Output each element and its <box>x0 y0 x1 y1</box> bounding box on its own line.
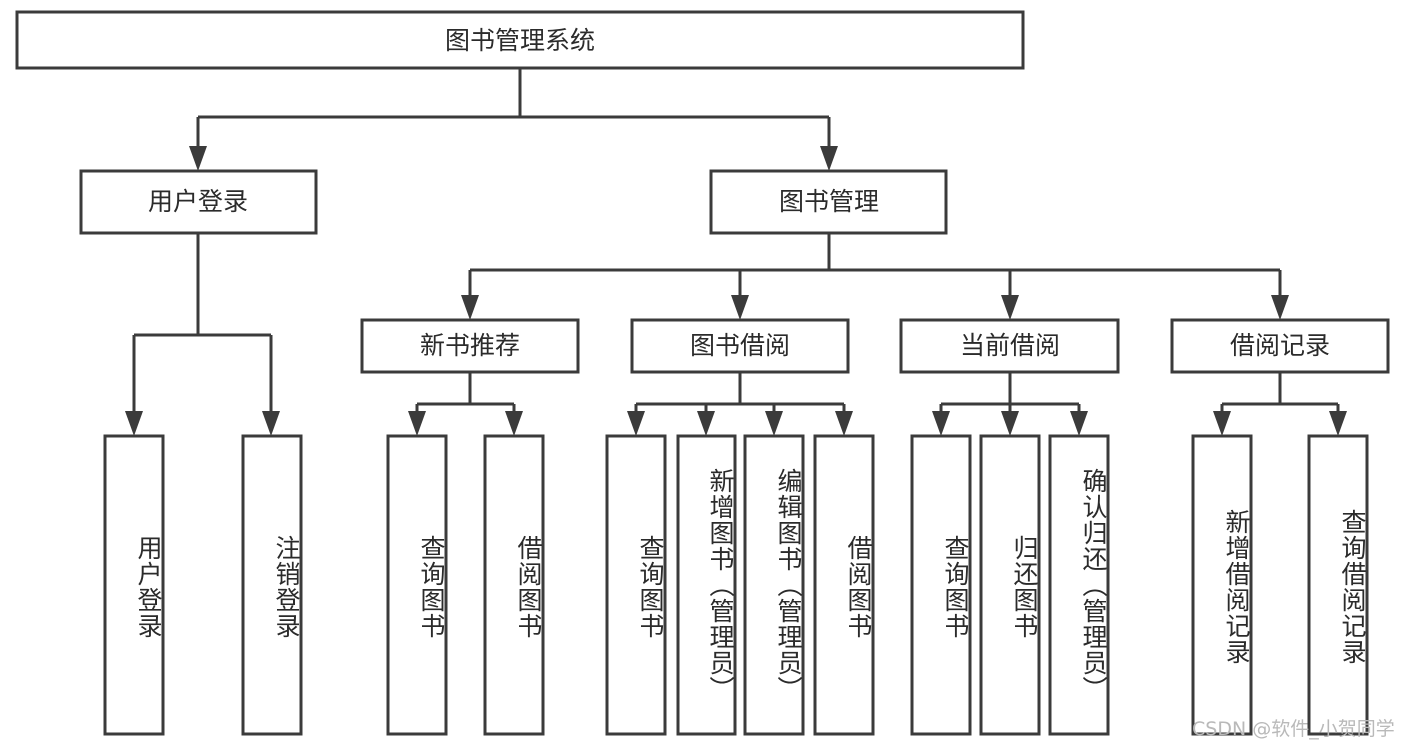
node-user-login[interactable]: 用户登录 <box>79 169 318 235</box>
node-user-login-label: 用户登录 <box>148 187 248 216</box>
node-new-book-recommend[interactable]: 新书推荐 <box>360 318 580 374</box>
edges-layer <box>125 68 1347 436</box>
node-leaf-query-book-3-box[interactable] <box>910 434 972 736</box>
node-leaf-edit-book-box[interactable] <box>743 434 805 736</box>
arrowhead-leaf-query-record <box>1329 411 1347 436</box>
arrowhead-book-manage <box>820 146 838 171</box>
node-book-manage[interactable]: 图书管理 <box>709 169 948 235</box>
node-leaf-user-login-box[interactable] <box>103 434 165 736</box>
arrowhead-leaf-return-book <box>1001 411 1019 436</box>
arrowhead-borrow-record <box>1271 295 1289 320</box>
node-leaf-return-book-box[interactable] <box>979 434 1041 736</box>
watermark-text: CSDN @软件_小贺同学 <box>1192 718 1395 740</box>
node-leaf-query-record-box[interactable] <box>1307 434 1369 736</box>
arrowhead-leaf-borrow-book-1 <box>505 411 523 436</box>
node-borrow-record-box[interactable] <box>1170 318 1390 374</box>
node-leaf-add-book-box[interactable] <box>676 434 737 736</box>
node-current-borrow[interactable]: 当前借阅 <box>899 318 1120 374</box>
node-leaf-query-book-2-box[interactable] <box>605 434 667 736</box>
arrowhead-leaf-edit-book <box>765 411 783 436</box>
node-current-borrow-box[interactable] <box>899 318 1120 374</box>
node-book-manage-label: 图书管理 <box>779 187 879 216</box>
node-leaf-user-logout-box[interactable] <box>241 434 303 736</box>
arrowhead-leaf-user-login <box>125 411 143 436</box>
arrowhead-book-borrow <box>731 295 749 320</box>
node-leaf-add-record-box[interactable] <box>1191 434 1253 736</box>
node-current-borrow-label: 当前借阅 <box>960 331 1060 360</box>
arrowhead-leaf-confirm-return <box>1070 411 1088 436</box>
arrowhead-leaf-query-book-3 <box>932 411 950 436</box>
node-leaf-query-book-1-box[interactable] <box>386 434 448 736</box>
node-book-borrow-box[interactable] <box>630 318 850 374</box>
node-new-book-recommend-label: 新书推荐 <box>420 331 520 360</box>
arrowhead-current-borrow <box>1001 295 1019 320</box>
node-book-borrow-label: 图书借阅 <box>690 331 790 360</box>
node-root[interactable]: 图书管理系统 <box>15 10 1025 70</box>
leaf-boxes-layer <box>103 434 1369 736</box>
node-new-book-recommend-box[interactable] <box>360 318 580 374</box>
arrowhead-leaf-query-book-1 <box>408 411 426 436</box>
arrowhead-leaf-add-book <box>697 411 715 436</box>
node-book-manage-box[interactable] <box>709 169 948 235</box>
node-user-login-box[interactable] <box>79 169 318 235</box>
arrowhead-leaf-query-book-2 <box>627 411 645 436</box>
node-borrow-record-label: 借阅记录 <box>1230 331 1330 360</box>
node-root-label: 图书管理系统 <box>445 26 595 55</box>
node-leaf-borrow-book-1-box[interactable] <box>483 434 545 736</box>
arrowhead-new-book-recommend <box>461 295 479 320</box>
arrowhead-leaf-borrow-book-2 <box>835 411 853 436</box>
node-leaf-borrow-book-2-box[interactable] <box>813 434 875 736</box>
arrowhead-leaf-user-logout <box>262 411 280 436</box>
node-book-borrow[interactable]: 图书借阅 <box>630 318 850 374</box>
node-leaf-confirm-return-box[interactable] <box>1048 434 1110 736</box>
arrowhead-user-login <box>189 146 207 171</box>
arrowhead-leaf-add-record <box>1213 411 1231 436</box>
node-root-box[interactable] <box>15 10 1025 70</box>
node-borrow-record[interactable]: 借阅记录 <box>1170 318 1390 374</box>
